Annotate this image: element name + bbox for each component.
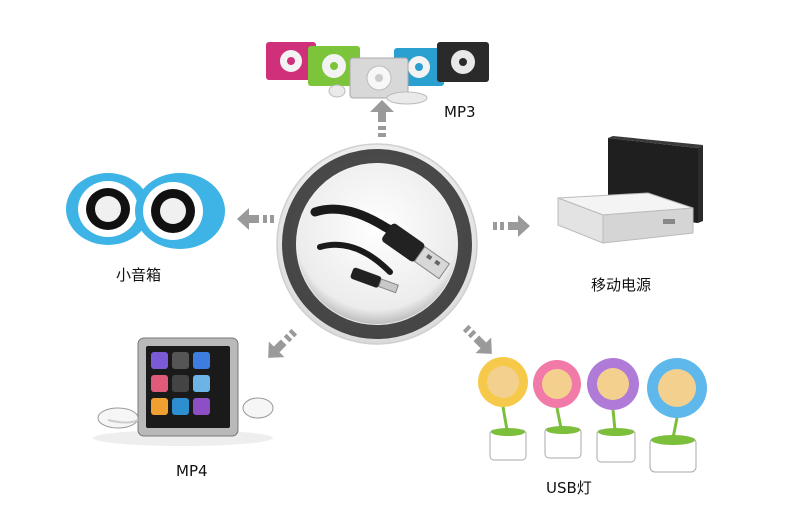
arrow-down-right-icon xyxy=(462,324,492,354)
mp4-player-image xyxy=(93,337,274,446)
speakers-image xyxy=(66,173,225,249)
speaker-label: 小音箱 xyxy=(116,266,162,284)
usb-lamp-image xyxy=(478,357,707,473)
power-bank-image xyxy=(557,136,703,244)
usb-lamp-label: USB灯 xyxy=(546,479,592,497)
arrow-right-icon xyxy=(493,215,530,237)
arrow-left-icon xyxy=(237,208,274,230)
arrow-down-left-icon xyxy=(268,328,298,358)
mp3-players-image xyxy=(266,42,489,105)
mp4-label: MP4 xyxy=(176,462,208,480)
power-bank-label: 移动电源 xyxy=(591,276,652,294)
arrow-up-icon xyxy=(370,100,394,137)
center-usb-cable-badge xyxy=(276,143,478,345)
mp3-label: MP3 xyxy=(444,103,476,121)
